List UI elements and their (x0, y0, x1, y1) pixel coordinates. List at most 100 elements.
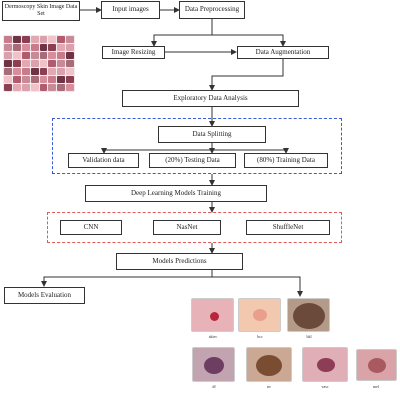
arrow-predictions-to-lesions (212, 276, 303, 297)
testing-data-label: (20%) Testing Data (165, 155, 220, 164)
mosaic-tile (48, 68, 57, 75)
evaluation-label: Models Evaluation (17, 290, 72, 299)
mosaic-tile (12, 44, 21, 51)
mosaic-tile (21, 44, 30, 51)
nasnet-box: NasNet (153, 220, 221, 235)
mosaic-tile (39, 52, 48, 59)
mosaic-tile (12, 68, 21, 75)
mosaic-tile (4, 76, 12, 83)
mosaic-tile (48, 76, 57, 83)
mosaic-tile (66, 60, 74, 67)
cnn-label: CNN (83, 222, 99, 231)
mosaic-tile (66, 44, 74, 51)
mosaic-tile (30, 44, 39, 51)
mosaic-tile (57, 52, 66, 59)
mosaic-tile (48, 60, 57, 67)
testing-data-box: (20%) Testing Data (149, 153, 236, 168)
mosaic-tile (30, 36, 39, 43)
validation-data-label: Validation data (82, 155, 125, 164)
mosaic-tile (12, 60, 21, 67)
mosaic-tile (57, 76, 66, 83)
mosaic-tile (30, 84, 39, 91)
validation-data-box: Validation data (68, 153, 139, 168)
image-resizing-box: Image Resizing (102, 46, 165, 59)
predictions-label: Models Predictions (152, 256, 207, 265)
mosaic-tile (12, 52, 21, 59)
mosaic-tile (4, 52, 12, 59)
arrow-augment-to-eda (209, 58, 284, 91)
mosaic-tile (57, 68, 66, 75)
mosaic-tile (39, 76, 48, 83)
lesion-image-bcc (238, 298, 281, 332)
data-splitting-group (52, 118, 342, 174)
arrow-preprocessing-to-augment (212, 34, 286, 47)
shufflenet-label: ShuffleNet (272, 222, 304, 231)
dl-training-label: Deep Learning Models Training (130, 188, 221, 197)
lesion-image-df (192, 347, 235, 382)
mosaic-tile (39, 84, 48, 91)
mosaic-tile (30, 76, 39, 83)
mosaic-tile (39, 60, 48, 67)
mosaic-tile (66, 68, 74, 75)
data-augmentation-label: Data Augmentation (255, 47, 311, 56)
mosaic-tile (4, 68, 12, 75)
mosaic-tile (12, 36, 21, 43)
input-images-label: Input images (112, 5, 149, 14)
arrow-splitting-to-training (212, 148, 289, 154)
lesion-image-nv (246, 347, 292, 382)
nasnet-label: NasNet (176, 222, 198, 231)
lesion-image-vasc (302, 347, 348, 382)
mosaic-tile (21, 36, 30, 43)
data-splitting-box: Data Splitting (158, 126, 266, 143)
mosaic-tile (4, 44, 12, 51)
mosaic-tile (21, 60, 30, 67)
data-splitting-label: Data Splitting (192, 129, 232, 138)
lesion-label-nv: nv (267, 384, 271, 389)
mosaic-tile (39, 44, 48, 51)
lesion-label-bcc: bcc (257, 334, 263, 339)
mosaic-tile (21, 84, 30, 91)
mosaic-tile (21, 52, 30, 59)
lesion-label-vasc: vasc (321, 384, 329, 389)
mosaic-tile (4, 36, 12, 43)
mosaic-tile (21, 76, 30, 83)
training-data-box: (80%) Training Data (244, 153, 328, 168)
mosaic-tile (30, 68, 39, 75)
mosaic-tile (39, 68, 48, 75)
mosaic-tile (57, 84, 66, 91)
dataset-label: Dermoscopy Skin Image Data Set (4, 4, 78, 17)
mosaic-tile (21, 68, 30, 75)
mosaic-tile (30, 52, 39, 59)
mosaic-tile (57, 36, 66, 43)
lesion-image-akiec (191, 298, 234, 332)
mosaic-tile (57, 44, 66, 51)
mosaic-tile (4, 84, 12, 91)
mosaic-tile (12, 76, 21, 83)
arrow-predictions-to-evaluation (41, 270, 213, 287)
mosaic-tile (48, 44, 57, 51)
lesion-label-akiec: akiec (208, 334, 218, 339)
input-images-box: Input images (101, 1, 160, 19)
shufflenet-box: ShuffleNet (246, 220, 330, 235)
lesion-label-df: df (212, 384, 216, 389)
mosaic-tile (66, 36, 74, 43)
preprocessing-box: Data Preprocessing (179, 1, 245, 19)
lesion-label-bkl: bkl (306, 334, 312, 339)
mosaic-tile (39, 36, 48, 43)
image-resizing-label: Image Resizing (111, 47, 156, 56)
lesion-image-mel (356, 349, 397, 381)
mosaic-tile (57, 60, 66, 67)
eda-box: Exploratory Data Analysis (122, 90, 299, 107)
mosaic-tile (66, 52, 74, 59)
training-data-label: (80%) Training Data (257, 155, 315, 164)
cnn-box: CNN (60, 220, 122, 235)
arrow-splitting-to-validation (101, 143, 213, 154)
mosaic-tile (48, 52, 57, 59)
dataset-image-mosaic (3, 35, 75, 92)
mosaic-tile (30, 60, 39, 67)
dl-training-box: Deep Learning Models Training (85, 185, 267, 202)
evaluation-box: Models Evaluation (4, 287, 85, 304)
models-group (47, 212, 342, 243)
mosaic-tile (48, 84, 57, 91)
predictions-box: Models Predictions (116, 253, 243, 270)
